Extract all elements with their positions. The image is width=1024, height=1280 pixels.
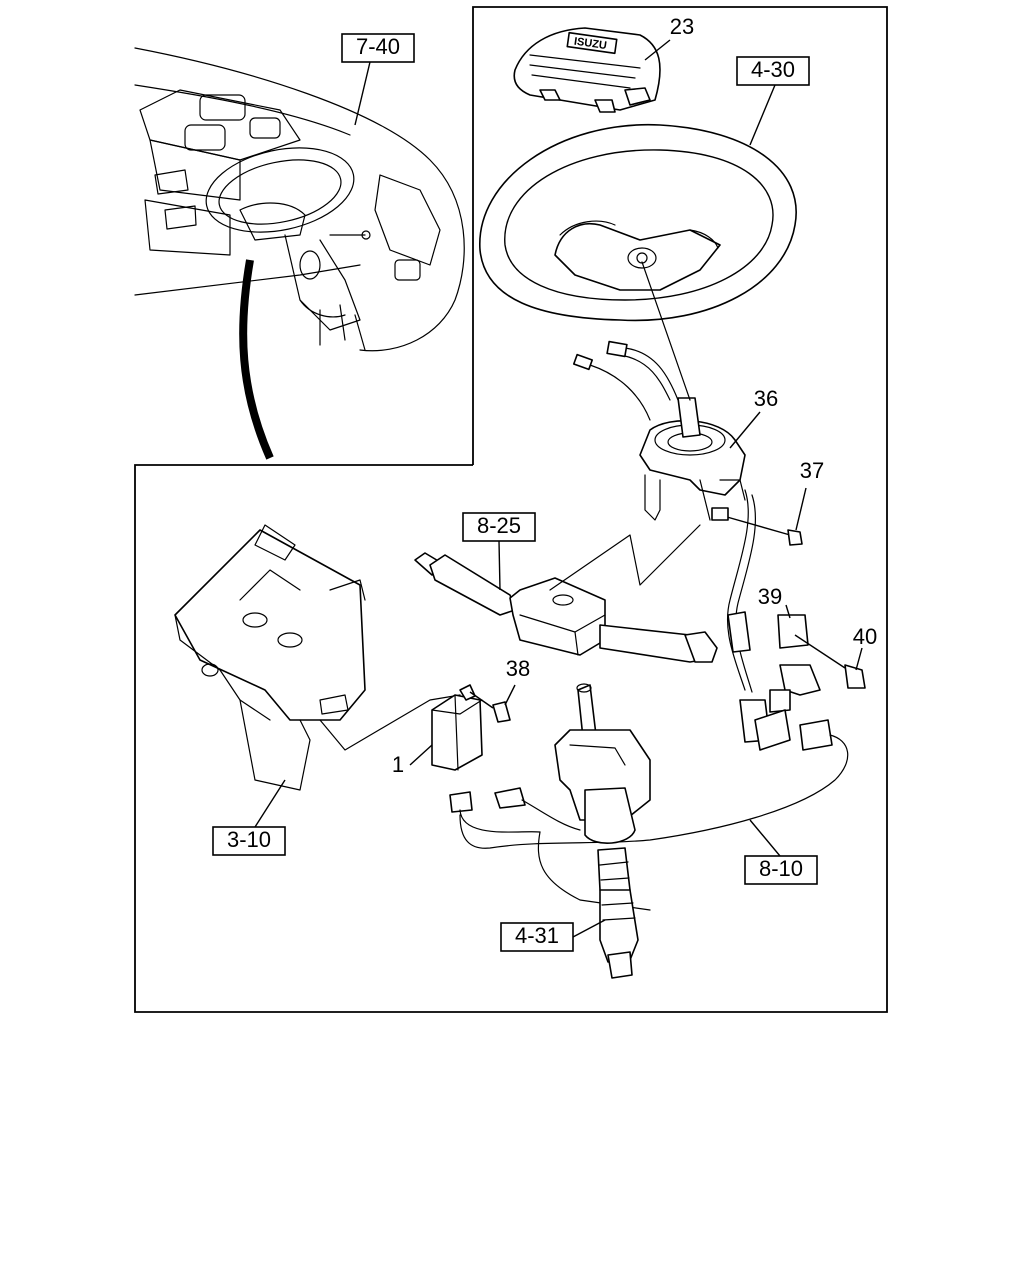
ref-steering-column: 4-31 — [500, 919, 606, 952]
steering-wheel — [479, 123, 797, 322]
svg-text:8-25: 8-25 — [477, 513, 521, 538]
horn-pad: ISUZU — [513, 27, 661, 113]
svg-text:4-30: 4-30 — [751, 57, 795, 82]
ref-harness: 8-10 — [744, 819, 818, 885]
callout-coil: 36 — [729, 386, 778, 449]
screw — [711, 487, 807, 546]
svg-text:3-10: 3-10 — [227, 827, 271, 852]
ref-dash: 7-40 — [341, 33, 415, 126]
dashboard-illustration — [134, 47, 465, 460]
svg-text:23: 23 — [670, 14, 694, 39]
svg-text:4-31: 4-31 — [515, 923, 559, 948]
clip-and-bolt — [769, 604, 866, 713]
callout-horn-pad: 23 — [644, 14, 694, 61]
callout-screw: 37 — [800, 458, 824, 483]
callout-bolt-38: 38 — [506, 656, 530, 681]
ref-combination-switch: 8-25 — [462, 512, 536, 591]
ref-steering-wheel: 4-30 — [736, 56, 810, 146]
steering-column — [554, 683, 651, 979]
svg-text:7-40: 7-40 — [356, 34, 400, 59]
ref-bracket: 3-10 — [212, 779, 286, 856]
brand-logo: ISUZU — [573, 36, 607, 52]
control-module — [409, 684, 581, 833]
callout-clip: 39 — [758, 584, 782, 609]
clock-spring — [572, 261, 771, 743]
callout-module: 1 — [392, 752, 404, 777]
harness-connectors — [459, 709, 849, 911]
svg-text:36: 36 — [754, 386, 778, 411]
frame-outline — [134, 6, 888, 1013]
column-bracket — [174, 524, 461, 791]
svg-text:8-10: 8-10 — [759, 856, 803, 881]
callout-bolt-40: 40 — [853, 624, 877, 649]
combination-switch — [414, 524, 718, 663]
